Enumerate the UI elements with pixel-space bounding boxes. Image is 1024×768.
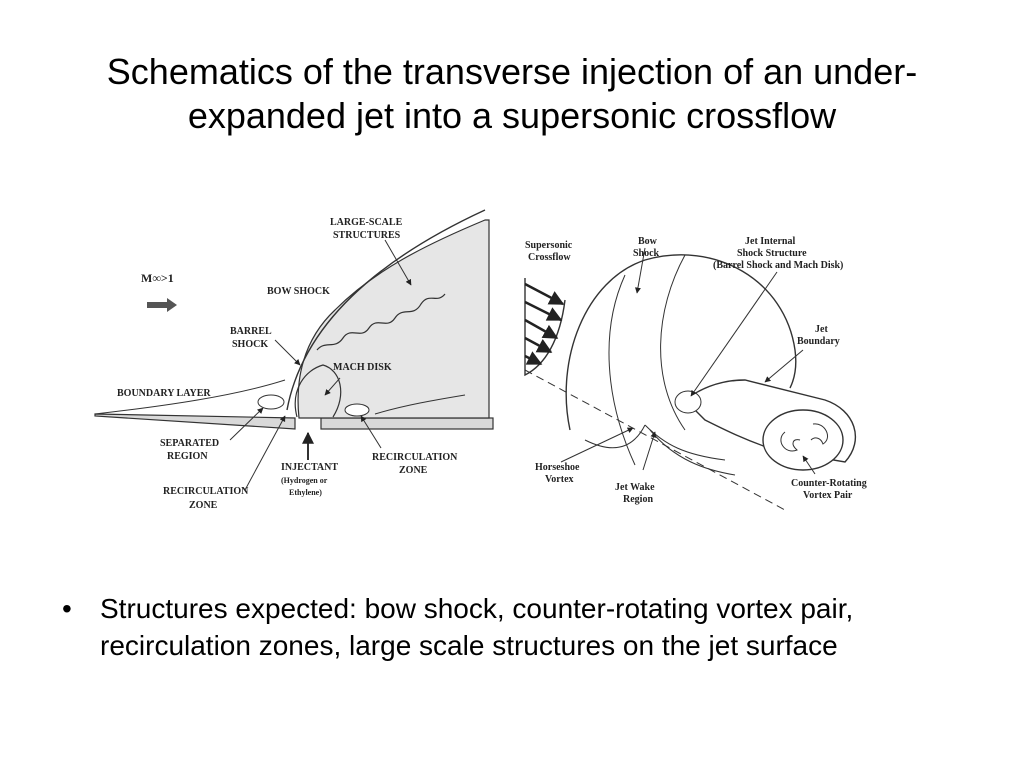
leader-mach — [324, 377, 341, 396]
slide-title: Schematics of the transverse injection o… — [106, 51, 918, 136]
leader-barrel — [274, 339, 301, 366]
cvp-vortex-left — [780, 431, 801, 452]
mach-label: M∞>1 — [141, 271, 174, 285]
label-injectant-1: INJECTANT — [281, 462, 338, 473]
left-diagram: M∞>1 LARGE-SCALE STRUCTURES BOW SHOCK BA… — [94, 209, 494, 511]
recirc-bubble-left — [257, 394, 285, 410]
leader-recirc-left — [244, 415, 286, 491]
bullet-list: • Structures expected: bow shock, counte… — [62, 590, 982, 664]
leader-jet-boundary — [764, 349, 804, 383]
leader-jet-internal — [690, 271, 778, 397]
label-horseshoe-1: Horseshoe — [535, 462, 580, 473]
jet-inner-ellipse — [674, 390, 702, 414]
label-barrel-1: BARREL — [230, 326, 272, 337]
label-separated-1: SEPARATED — [160, 438, 219, 449]
label-cvp-1: Counter-Rotating — [791, 478, 867, 489]
leader-cvp — [802, 455, 816, 475]
label-bow-2: Shock — [633, 248, 660, 259]
label-jet-boundary-1: Jet — [815, 324, 828, 335]
leader-horseshoe — [560, 427, 634, 463]
label-bow-shock: BOW SHOCK — [267, 286, 330, 297]
leader-separated — [229, 407, 264, 441]
label-recirc-right-1: RECIRCULATION — [372, 452, 458, 463]
label-jet-wake-1: Jet Wake — [615, 482, 655, 493]
label-large-scale-1: LARGE-SCALE — [330, 217, 403, 228]
label-boundary-layer: BOUNDARY LAYER — [117, 388, 211, 399]
right-diagram: Supersonic Crossflow Bow Shock Jet Inter… — [524, 236, 867, 511]
label-cvp-2: Vortex Pair — [803, 490, 853, 501]
label-injectant-2: (Hydrogen or — [281, 476, 328, 485]
leader-recirc-right — [360, 415, 382, 449]
label-horseshoe-2: Vortex — [545, 474, 574, 485]
label-jet-wake-2: Region — [623, 494, 653, 505]
wall-dashed-line — [524, 369, 786, 511]
bullet-glyph: • — [62, 593, 72, 624]
label-injectant-3: Ethylene) — [289, 488, 322, 497]
label-barrel-2: SHOCK — [232, 339, 268, 350]
label-jet-internal-1: Jet Internal — [745, 236, 795, 247]
leader-large-scale — [384, 239, 412, 286]
crossflow-arrows — [524, 282, 565, 366]
label-recirc-right-2: ZONE — [399, 465, 428, 476]
bow-shock-line — [286, 209, 486, 411]
wall-plate — [94, 413, 296, 430]
label-separated-2: REGION — [167, 451, 208, 462]
bow-shock-curve-2 — [660, 254, 686, 431]
label-jet-internal-3: (Barrel Shock and Mach Disk) — [713, 260, 843, 271]
boundary-layer-line — [94, 379, 286, 415]
wake-line — [374, 394, 466, 415]
label-mach-disk: MACH DISK — [333, 362, 392, 373]
label-large-scale-2: STRUCTURES — [333, 230, 401, 241]
label-jet-boundary-2: Boundary — [797, 336, 840, 347]
wake-line-1 — [644, 424, 726, 461]
crossflow-profile — [524, 278, 566, 377]
cvp-outline — [762, 409, 844, 471]
label-recirc-left-1: RECIRCULATION — [163, 486, 249, 497]
leader-jet-wake — [642, 431, 657, 471]
leader-bow-shock — [634, 247, 646, 294]
horseshoe-vortex-line — [584, 424, 646, 449]
recirc-bubble-right — [344, 403, 370, 417]
bullet-text: Structures expected: bow shock, counter-… — [100, 593, 854, 661]
bow-shock-curve-1 — [608, 274, 636, 466]
bow-shock-dome — [565, 254, 797, 431]
mach-arrow-icon — [147, 298, 177, 312]
label-jet-internal-2: Shock Structure — [737, 248, 807, 259]
label-supersonic-2: Crossflow — [528, 252, 571, 263]
cvp-vortex-right — [810, 423, 828, 445]
barrel-shock-line — [294, 364, 342, 418]
large-scale-structures — [316, 293, 446, 351]
label-bow-1: Bow — [638, 236, 658, 247]
jet-crossflow-schematic: M∞>1 LARGE-SCALE STRUCTURES BOW SHOCK BA… — [94, 209, 867, 511]
wall-plate-right — [320, 417, 494, 430]
label-recirc-left-2: ZONE — [189, 500, 218, 511]
label-supersonic-1: Supersonic — [525, 240, 573, 251]
wake-line-2 — [649, 429, 736, 476]
bullet-item: • Structures expected: bow shock, counte… — [62, 590, 982, 664]
